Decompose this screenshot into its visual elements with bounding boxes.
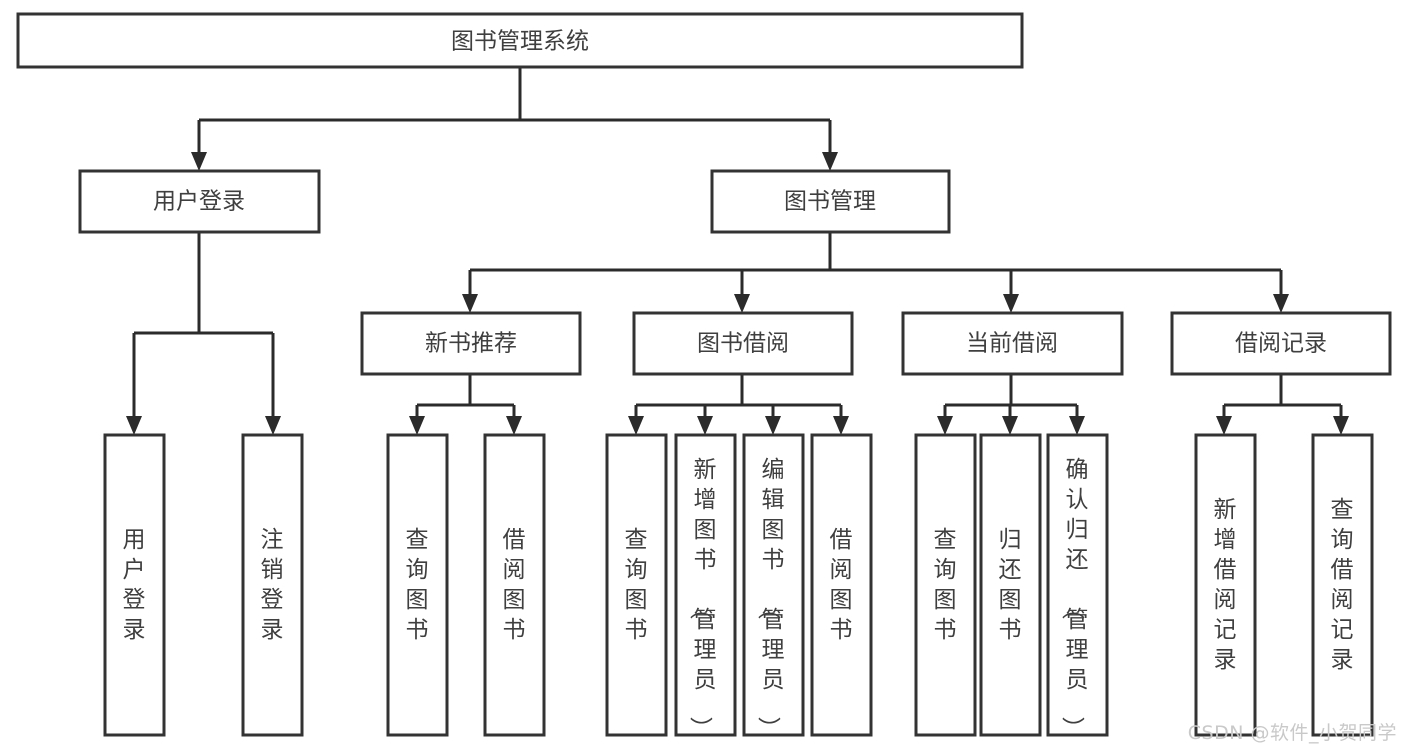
edge-group-borrow-record [1216,374,1349,435]
node-root-box[interactable] [16,12,1024,69]
arrowhead-add-record [1216,416,1232,435]
node-book-borrow-box[interactable] [632,311,854,376]
arrowhead-query-book-2 [628,416,644,435]
arrowhead-query-book-1 [409,416,425,435]
node-book-mgmt-label: 图书管理 [784,189,876,215]
node-leaf-query-book-2-label: 查询图书 [625,527,648,643]
node-leaf-query-book-2-box[interactable] [605,433,668,737]
node-leaf-add-record-label: 新增借阅记录 [1214,497,1237,673]
arrowhead-user-login [191,152,207,171]
node-leaf-logout-box[interactable] [241,433,304,737]
node-root-label: 图书管理系统 [451,29,589,55]
node-leaf-query-record[interactable]: 查询借阅记录 [1311,433,1374,737]
node-user-login[interactable]: 用户登录 [78,169,321,234]
node-leaf-user-login-box[interactable] [103,433,166,737]
node-leaf-return-book-box[interactable] [979,433,1042,737]
node-leaf-add-record[interactable]: 新增借阅记录 [1194,433,1257,737]
arrowhead-add-book [697,416,713,435]
node-leaf-query-book-1-label: 查询图书 [406,527,429,643]
node-book-borrow-label: 图书借阅 [697,331,789,357]
node-user-login-label: 用户登录 [153,189,245,215]
node-leaf-query-book-1[interactable]: 查询图书 [386,433,449,737]
node-leaf-edit-book-box[interactable] [742,433,805,737]
node-leaf-user-login[interactable]: 用户登录 [103,433,166,737]
node-leaf-return-book[interactable]: 归还图书 [979,433,1042,737]
edge-group-new-book-rec [409,374,522,435]
arrowhead-current-borrow [1003,294,1019,313]
node-root[interactable]: 图书管理系统 [16,12,1024,69]
node-leaf-query-book-3[interactable]: 查询图书 [914,433,977,737]
arrowhead-new-book-rec [462,294,478,313]
node-leaf-add-book-box[interactable] [674,433,737,737]
edge-group-book-mgmt [462,232,1289,313]
node-current-borrow-label: 当前借阅 [966,331,1058,357]
arrowhead-return-book [1002,416,1018,435]
arrowhead-query-record [1333,416,1349,435]
node-user-login-box[interactable] [78,169,321,234]
node-leaf-return-book-label: 归还图书 [999,527,1022,643]
node-leaf-query-book-3-label: 查询图书 [934,527,957,643]
node-book-borrow[interactable]: 图书借阅 [632,311,854,376]
node-leaf-add-book[interactable]: 新增图书（管理员） [674,433,737,740]
node-leaf-add-record-box[interactable] [1194,433,1257,737]
arrowhead-edit-book [765,416,781,435]
edge-group-root [191,67,838,171]
node-leaf-borrow-book-1[interactable]: 借阅图书 [483,433,546,737]
arrowhead-borrow-book-1 [506,416,522,435]
arrowhead-book-borrow [734,294,750,313]
node-leaf-query-book-3-box[interactable] [914,433,977,737]
edge-group-user-login [126,232,281,435]
edge-group-book-borrow [628,374,849,435]
node-new-book-rec-label: 新书推荐 [425,331,517,357]
arrowhead-query-book-3 [937,416,953,435]
node-new-book-rec-box[interactable] [360,311,582,376]
arrowhead-book-mgmt [822,152,838,171]
node-leaf-borrow-book-2[interactable]: 借阅图书 [810,433,873,737]
arrowhead-leaf-logout [265,416,281,435]
node-leaf-logout[interactable]: 注销登录 [241,433,304,737]
node-leaf-borrow-book-1-label: 借阅图书 [503,527,526,643]
node-borrow-record-label: 借阅记录 [1235,331,1327,357]
node-leaf-confirm-return[interactable]: 确认归还（管理员） [1046,433,1109,740]
node-book-mgmt[interactable]: 图书管理 [710,169,951,234]
node-leaf-user-login-label: 用户登录 [123,527,146,643]
node-borrow-record[interactable]: 借阅记录 [1170,311,1392,376]
node-current-borrow[interactable]: 当前借阅 [901,311,1124,376]
node-leaf-confirm-return-label: 确认归还（管理员） [1060,457,1089,740]
arrowhead-leaf-user-login [126,416,142,435]
node-book-mgmt-box[interactable] [710,169,951,234]
node-leaf-query-record-label: 查询借阅记录 [1331,497,1354,673]
node-leaf-borrow-book-1-box[interactable] [483,433,546,737]
node-leaf-query-book-2[interactable]: 查询图书 [605,433,668,737]
node-leaf-logout-label: 注销登录 [261,527,284,643]
node-current-borrow-box[interactable] [901,311,1124,376]
node-leaf-borrow-book-2-label: 借阅图书 [830,527,853,643]
node-leaf-borrow-book-2-box[interactable] [810,433,873,737]
node-leaf-edit-book[interactable]: 编辑图书（管理员） [742,433,805,740]
node-leaf-confirm-return-box[interactable] [1046,433,1109,737]
node-leaf-query-book-1-box[interactable] [386,433,449,737]
arrowhead-confirm-return [1069,416,1085,435]
node-leaf-add-book-label: 新增图书（管理员） [688,457,717,740]
node-new-book-rec[interactable]: 新书推荐 [360,311,582,376]
node-borrow-record-box[interactable] [1170,311,1392,376]
arrowhead-borrow-book-2 [833,416,849,435]
node-leaf-query-record-box[interactable] [1311,433,1374,737]
node-leaf-edit-book-label: 编辑图书（管理员） [756,457,785,740]
arrowhead-borrow-record [1273,294,1289,313]
edge-group-current-borrow [937,374,1085,435]
